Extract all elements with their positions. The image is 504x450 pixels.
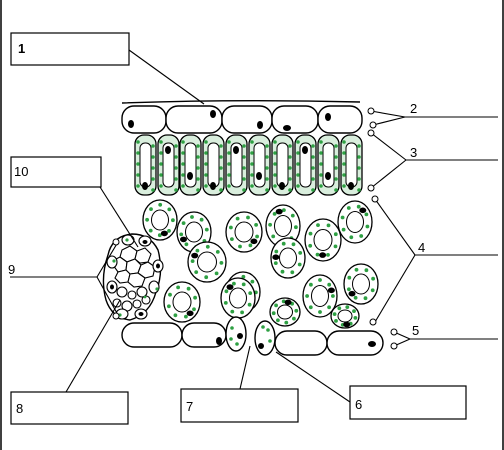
palisade-cell: [271, 134, 294, 196]
leader-lines: [10, 49, 498, 403]
palisade-cell: [157, 134, 180, 196]
leader-endpoints: [112, 107, 398, 350]
box-number-8: 8: [16, 401, 24, 416]
spongy-cell: [270, 237, 306, 279]
spongy-cell: [302, 274, 338, 318]
label-box-10[interactable]: [10, 156, 102, 188]
palisade-mesophyll: [134, 134, 363, 196]
palisade-cell: [225, 134, 248, 196]
side-number-4: 4: [418, 240, 426, 255]
label-box-7[interactable]: [180, 388, 299, 423]
spongy-cell: [265, 204, 301, 248]
box-number-7: 7: [186, 399, 194, 414]
spongy-mesophyll: [142, 199, 379, 329]
spongy-cell: [220, 277, 256, 319]
label-box-8[interactable]: [10, 391, 129, 425]
spongy-cell: [187, 241, 227, 283]
palisade-cell: [134, 134, 157, 196]
spongy-cell: [330, 303, 360, 329]
palisade-cell: [248, 134, 271, 196]
side-number-9: 9: [8, 262, 16, 277]
box-number-6: 6: [355, 397, 363, 412]
cuticle: [121, 100, 361, 104]
palisade-cell: [294, 134, 317, 196]
box-number-1: 1: [18, 41, 26, 56]
upper-epidermis-nuclei: [128, 110, 331, 131]
side-number-3: 3: [410, 145, 418, 160]
label-box-1[interactable]: [10, 32, 130, 66]
spongy-cell: [343, 263, 379, 305]
spongy-cell: [269, 297, 301, 327]
side-number-2: 2: [410, 101, 418, 116]
box-number-10: 10: [14, 164, 29, 179]
side-number-5: 5: [412, 323, 420, 338]
palisade-cell: [179, 134, 202, 196]
guard-cell-contents: [229, 325, 272, 349]
guard-cells: [225, 316, 276, 356]
bundle-sheath-chloroplasts: [112, 238, 159, 317]
spongy-cell: [304, 218, 342, 262]
bundle-sheath-nuclei: [110, 240, 160, 316]
vascular-bundle: [102, 233, 164, 321]
spongy-cell: [225, 211, 263, 253]
palisade-cell: [340, 134, 363, 196]
palisade-cell: [317, 134, 340, 196]
spongy-cell: [163, 281, 201, 323]
label-box-6[interactable]: [349, 385, 467, 420]
lower-epidermis: [121, 322, 384, 356]
palisade-cell: [202, 134, 225, 196]
spongy-cell: [337, 200, 373, 244]
spongy-cell: [142, 199, 178, 241]
lower-epidermis-nuclei: [216, 337, 376, 347]
